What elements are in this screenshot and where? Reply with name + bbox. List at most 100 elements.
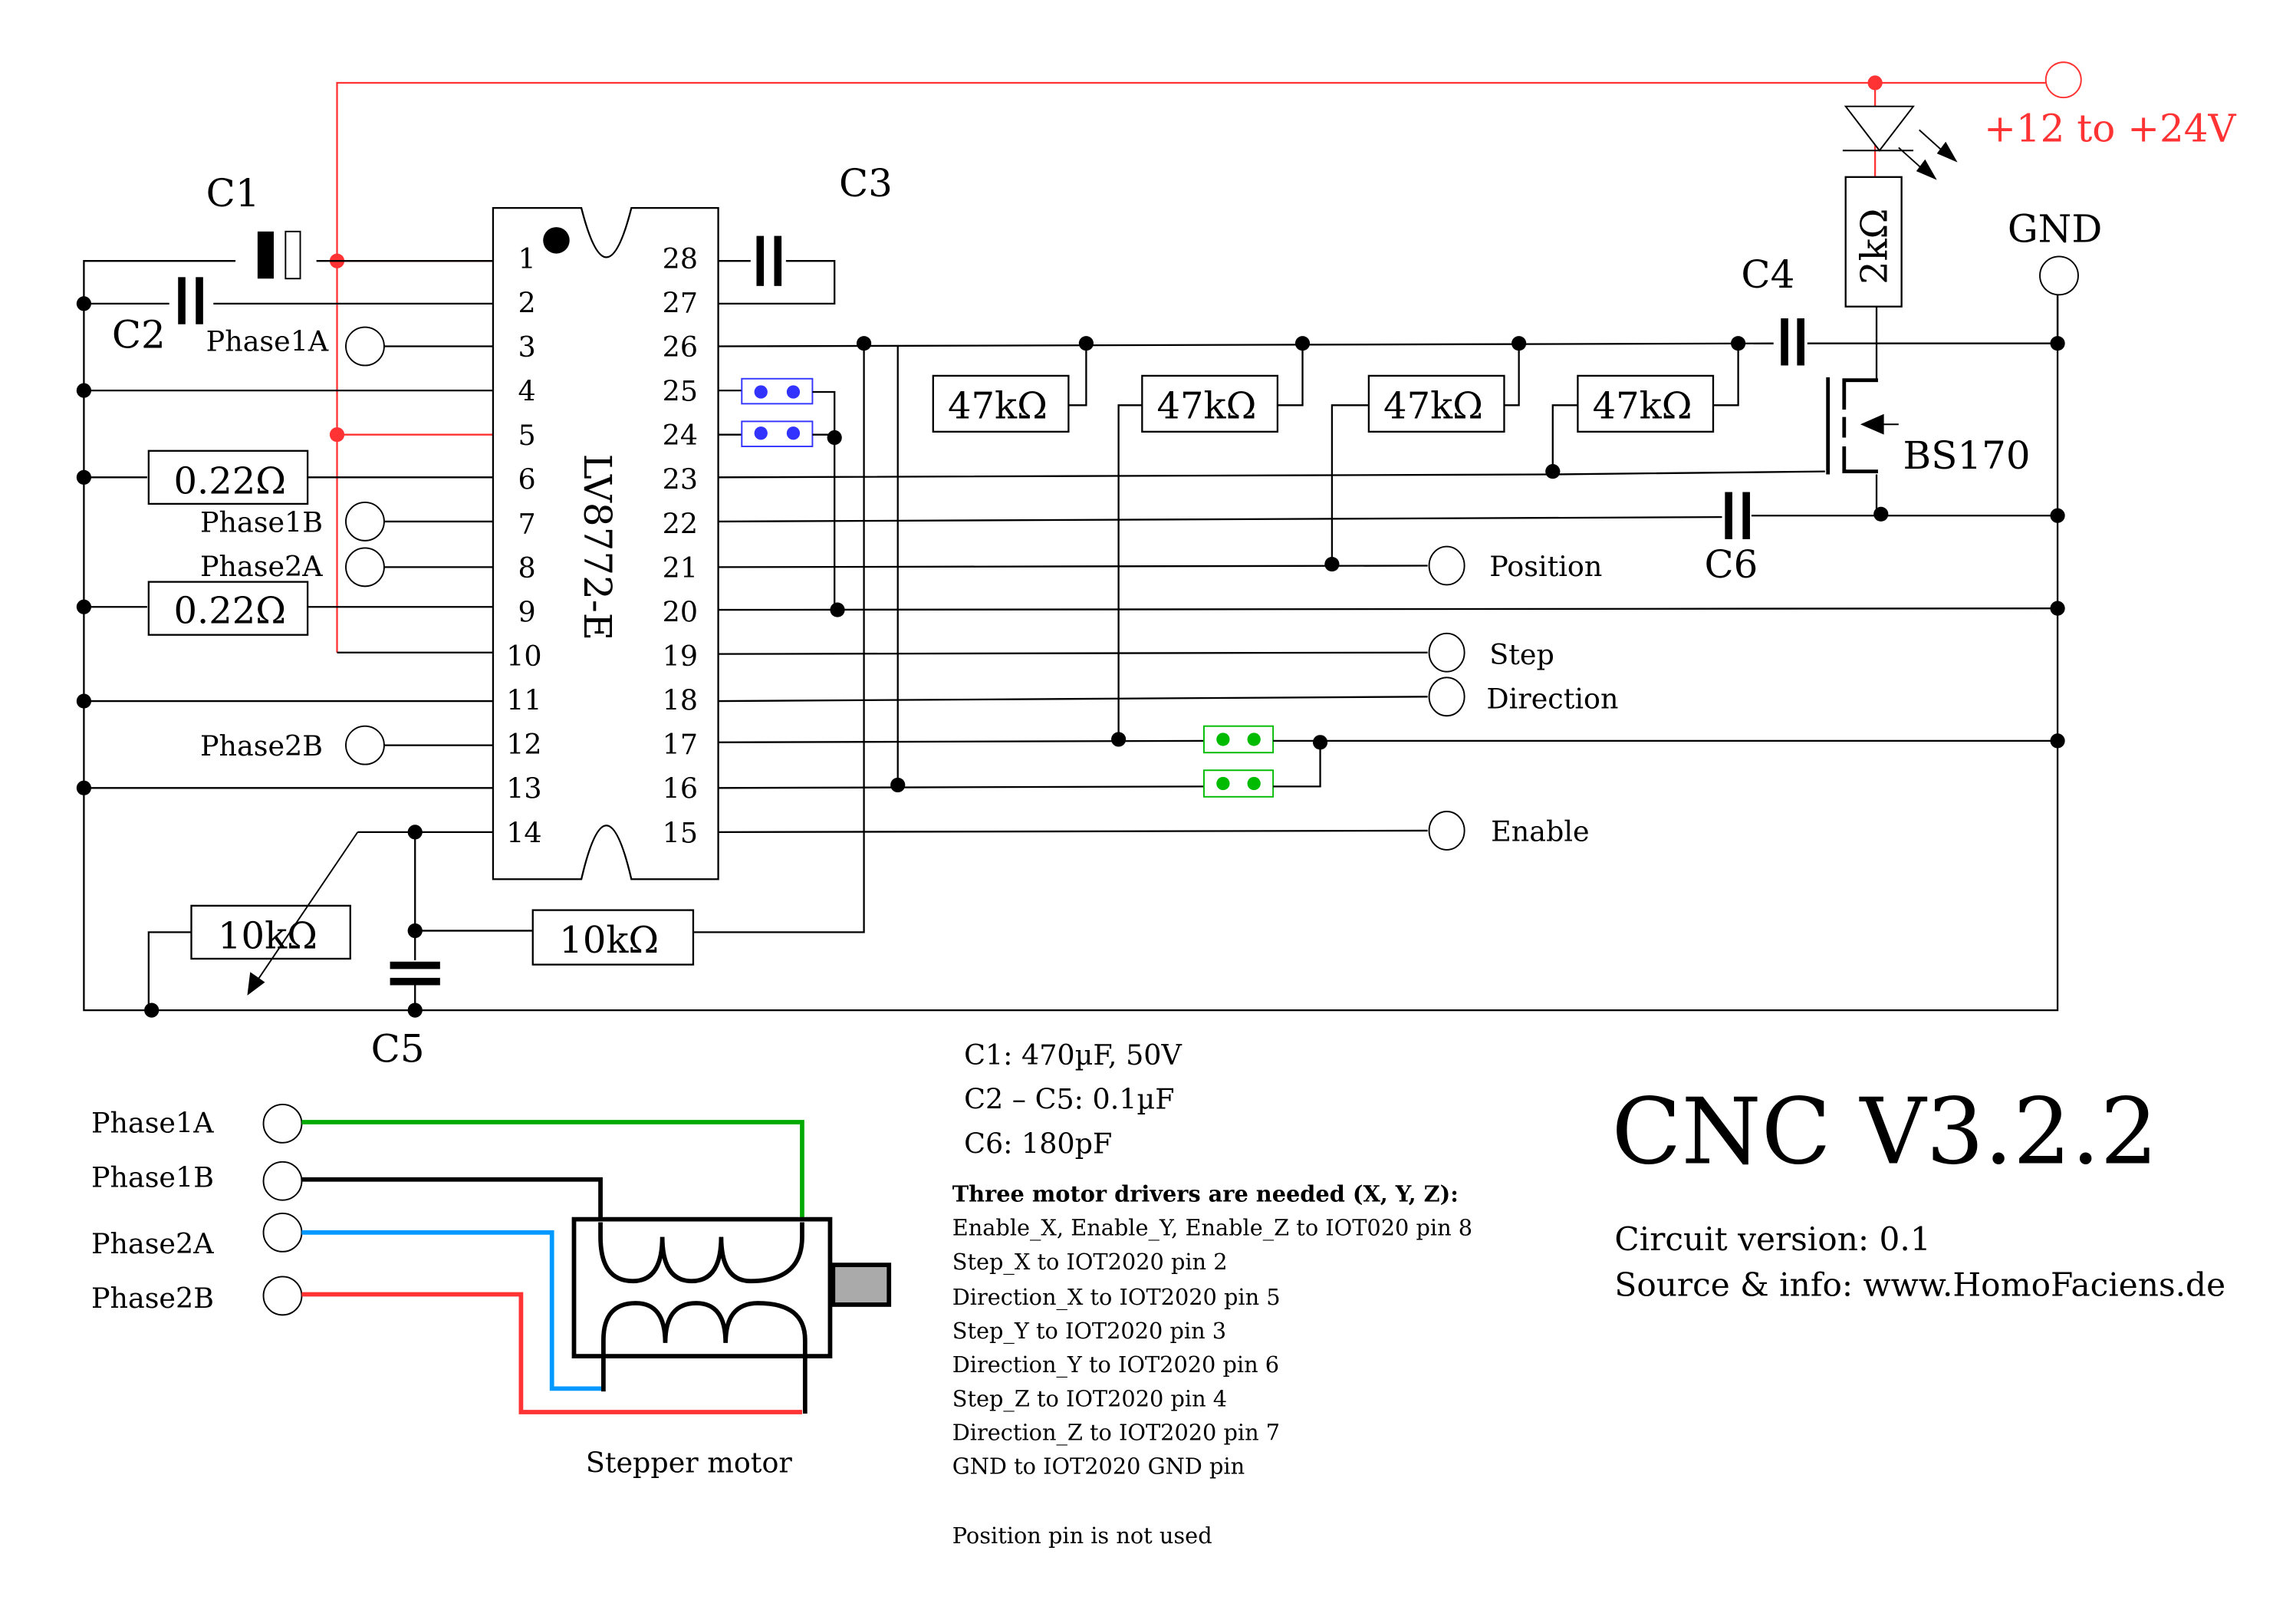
position-label: Position [1489,550,1602,583]
c1-label: C1 [206,171,260,216]
direction-label: Direction [1486,683,1618,716]
wire-phase2b [301,1292,802,1414]
junction-dot [2050,336,2065,351]
pin-label: 2 [518,286,536,319]
step-label: Step [1489,638,1554,671]
motor-phase2a-terminal[interactable] [262,1212,303,1253]
jumper-green-1[interactable] [1202,725,1275,754]
junction-dot [827,430,842,446]
phase2b-label: Phase2B [200,729,323,762]
ic-pins-right: 28 27 26 25 24 23 22 21 20 19 18 17 16 1… [663,242,698,849]
pin26-to-10k-wire [692,343,865,933]
pullup-resistor-1-label: 47kΩ [948,385,1048,428]
motor-phase1b-label: Phase1B [91,1160,214,1193]
notes-footer: Position pin is not used [952,1523,1212,1549]
jumper-blue-1[interactable] [741,377,814,405]
cap-value-line: C1: 470µF, 50V [964,1039,1182,1072]
phase1a-terminal[interactable] [345,326,385,367]
pullup-resistor-3-label: 47kΩ [1383,385,1483,428]
motor-phase1a-label: Phase1A [91,1106,214,1139]
motor-coil-2 [601,1301,808,1414]
wire-phase1a [301,1120,804,1223]
power-label: +12 to +24V [1984,107,2236,151]
resistor-10k [531,909,695,966]
gnd-label: GND [2008,206,2103,251]
ic-pins-left: 1 2 3 4 5 6 7 8 9 10 11 12 13 14 [506,242,541,849]
jumper-green-2[interactable] [1202,769,1275,798]
junction-dot [76,469,91,485]
phase2b-terminal[interactable] [345,725,385,765]
resistor-10k-label: 10kΩ [559,919,659,962]
pin-label: 7 [518,507,536,540]
position-terminal[interactable] [1428,545,1465,586]
pin-label: 17 [663,728,698,761]
stepper-motor-diagram: Phase1A Phase1B Phase2A Phase2B Stepper … [91,1103,892,1480]
pin-label: 27 [663,286,698,319]
wire-phase1b [301,1177,603,1223]
junction-dot [76,383,91,398]
ground-rail-wire [83,260,2059,1012]
power-terminal[interactable] [2044,61,2082,99]
pin-label: 24 [663,419,698,452]
capacitor-c5: C5 [371,961,440,1071]
pin-label: 19 [663,640,698,673]
right-nets: C4 47kΩ 47kΩ 47kΩ 47kΩ [692,206,2103,933]
pullup-resistor-4 [1577,374,1715,433]
enable-terminal[interactable] [1428,811,1465,851]
circuit-version: Circuit version: 0.1 [1614,1220,1930,1258]
note-line: Step_X to IOT2020 pin 2 [952,1249,1228,1275]
phase1b-terminal[interactable] [345,502,385,542]
pin-label: 28 [663,242,698,275]
capacitor-c2: C2 [112,277,214,357]
sense-resistor-2 [147,581,309,636]
pullup-resistor-4-label: 47kΩ [1593,385,1692,428]
step-terminal[interactable] [1428,632,1465,673]
wiper-arrow-icon [247,972,265,996]
schematic-title: CNC V3.2.2 [1612,1080,2159,1186]
cap-value-line: C6: 180pF [964,1127,1112,1160]
pin-label: 14 [506,816,541,849]
junction-dot [1324,556,1340,572]
motor-phase2a-label: Phase2A [91,1227,214,1260]
junction-dot [76,693,91,709]
motor-phase1b-terminal[interactable] [262,1160,303,1201]
pullup-resistor-3 [1367,374,1505,433]
phase1b-label: Phase1B [200,505,323,538]
led-resistor-label: 2kΩ [1853,209,1896,285]
motor-phase2b-terminal[interactable] [262,1276,303,1316]
pin-label: 16 [663,772,698,805]
pin22-wire [718,516,1722,523]
enable-label: Enable [1491,815,1589,848]
motor-phase1a-terminal[interactable] [262,1103,303,1144]
junction-dot [76,599,91,614]
ic-name: LV8772-E [575,454,620,640]
capacitor-c6: C6 [1704,492,1758,587]
phase-terminals: Phase1A Phase1B Phase2A Phase2B [200,324,493,765]
pin-label: 4 [518,375,536,408]
gnd-terminal[interactable] [2039,255,2079,296]
phase2a-terminal[interactable] [345,547,385,588]
sense-resistor-1-label: 0.22Ω [173,459,286,502]
pin-label: 26 [663,331,698,364]
cap-value-line: C2 – C5: 0.1µF [964,1083,1174,1116]
direction-terminal[interactable] [1428,677,1465,717]
c5-label: C5 [371,1026,425,1071]
pullup-resistor-1 [932,374,1070,433]
led-icon [1842,105,1958,180]
pullup-resistor-2 [1141,374,1279,433]
power-net: +12 to +24V 2kΩ [329,61,2236,653]
wire-phase2a [301,1230,604,1391]
motor-body [571,1216,833,1358]
mosfet-label: BS170 [1903,433,2031,478]
left-ground-net [76,260,2059,1012]
pin-label: 13 [506,772,541,805]
wiring-notes: Three motor drivers are needed (X, Y, Z)… [952,1181,1472,1549]
motor-phase2b-label: Phase2B [91,1282,214,1315]
c3-label: C3 [839,161,893,206]
jumper-blue-2[interactable] [741,420,814,447]
pin-label: 1 [518,242,536,275]
component-values: C1: 470µF, 50V C2 – C5: 0.1µF C6: 180pF [964,1039,1182,1160]
motor-shaft [831,1263,892,1307]
pin1-marker-icon [543,227,570,254]
pin-label: 25 [663,375,698,408]
